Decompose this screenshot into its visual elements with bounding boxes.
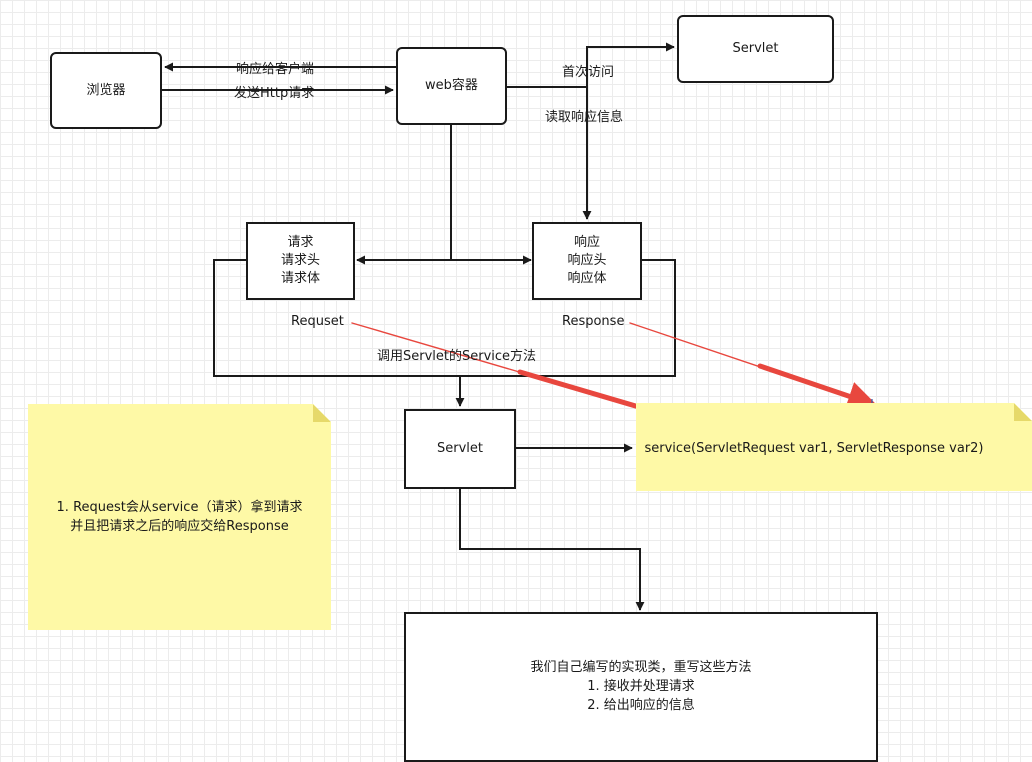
servlet-mid-node[interactable]: Servlet xyxy=(404,409,516,489)
response-line-3: 响应体 xyxy=(567,271,607,286)
servlet-top-node[interactable]: Servlet xyxy=(677,15,834,83)
response-line-2: 响应头 xyxy=(567,253,607,268)
web-container-node[interactable]: web容器 xyxy=(396,47,507,125)
note-left-line-1: 1. Request会从service（请求）拿到请求 xyxy=(56,500,303,515)
label-request-name: Requset xyxy=(291,314,344,329)
browser-node[interactable]: 浏览器 xyxy=(50,52,162,129)
implementation-node[interactable]: 我们自己编写的实现类，重写这些方法 1. 接收并处理请求 2. 给出响应的信息 xyxy=(404,612,878,762)
label-first-visit: 首次访问 xyxy=(562,65,615,80)
browser-label: 浏览器 xyxy=(86,82,126,98)
note-left-line-2: 并且把请求之后的响应交给Response xyxy=(70,519,289,534)
label-respond-to-client: 响应给客户端 xyxy=(236,62,315,77)
note-right-text: service(ServletRequest var1, ServletResp… xyxy=(644,441,984,456)
edge-first-visit xyxy=(507,42,675,88)
implementation-line-3: 2. 给出响应的信息 xyxy=(587,698,695,713)
label-send-http-request: 发送Http请求 xyxy=(234,86,315,101)
response-line-1: 响应 xyxy=(573,235,600,250)
request-node[interactable]: 请求 请求头 请求体 xyxy=(246,222,355,300)
edge-servlet-to-impl xyxy=(459,488,645,611)
label-read-response: 读取响应信息 xyxy=(545,110,624,125)
request-line-2: 请求头 xyxy=(280,253,320,268)
annotation-arrow-response-thick xyxy=(757,363,878,411)
implementation-line-1: 我们自己编写的实现类，重写这些方法 xyxy=(530,660,752,675)
label-call-service: 调用Servlet的Service方法 xyxy=(377,349,537,364)
web-container-label: web容器 xyxy=(425,78,478,93)
servlet-mid-label: Servlet xyxy=(437,441,483,456)
request-line-3: 请求体 xyxy=(280,271,320,286)
servlet-top-label: Servlet xyxy=(732,41,779,56)
note-right[interactable]: service(ServletRequest var1, ServletResp… xyxy=(636,403,1032,491)
implementation-line-2: 1. 接收并处理请求 xyxy=(587,679,695,694)
note-left[interactable]: 1. Request会从service（请求）拿到请求 并且把请求之后的响应交给… xyxy=(28,404,331,630)
request-line-1: 请求 xyxy=(287,235,314,250)
label-response-name: Response xyxy=(562,314,625,329)
edge-service-frame xyxy=(213,259,676,377)
response-node[interactable]: 响应 响应头 响应体 xyxy=(532,222,642,300)
